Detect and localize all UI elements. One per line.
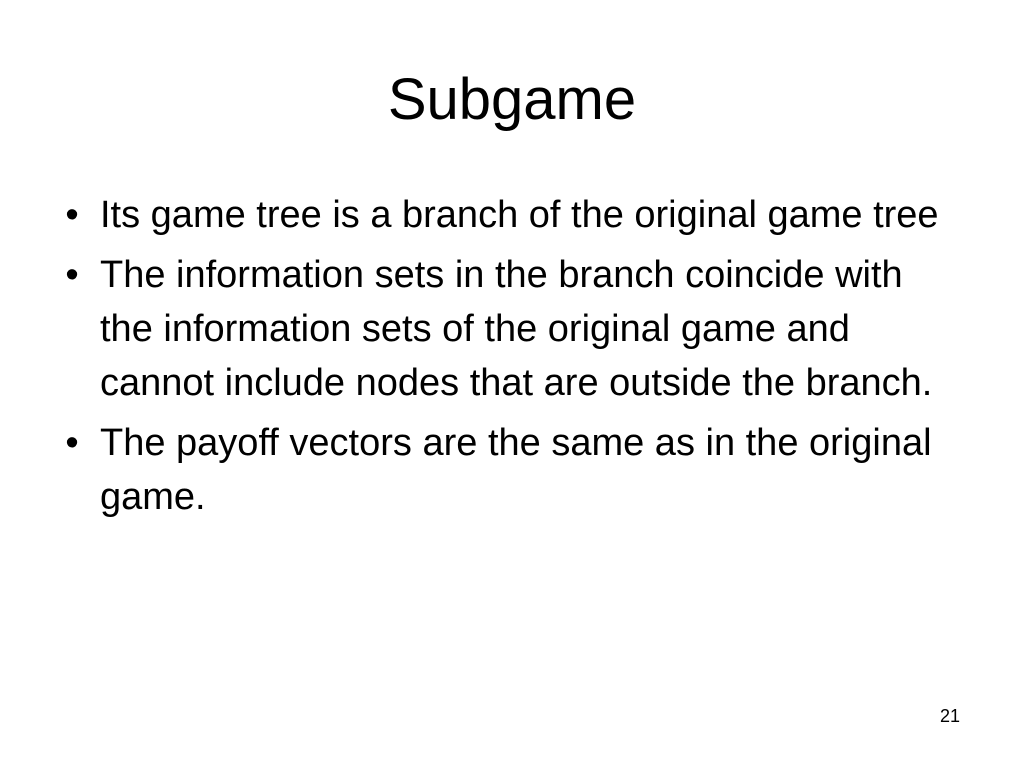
bullet-marker: • bbox=[65, 422, 79, 464]
bullet-text: Its game tree is a branch of the origina… bbox=[100, 194, 939, 236]
bullet-item: • The information sets in the branch coi… bbox=[56, 248, 956, 410]
slide-number: 21 bbox=[939, 706, 960, 726]
slide-title: Subgame bbox=[387, 67, 637, 132]
bullet-marker: • bbox=[65, 254, 79, 296]
bullet-item: • Its game tree is a branch of the origi… bbox=[56, 188, 956, 242]
bullet-item: • The payoff vectors are the same as in … bbox=[56, 416, 956, 524]
bullet-text: The information sets in the branch coinc… bbox=[100, 254, 933, 404]
bullet-text: The payoff vectors are the same as in th… bbox=[100, 422, 932, 518]
bullet-list: • Its game tree is a branch of the origi… bbox=[56, 188, 956, 530]
bullet-marker: • bbox=[65, 194, 79, 236]
